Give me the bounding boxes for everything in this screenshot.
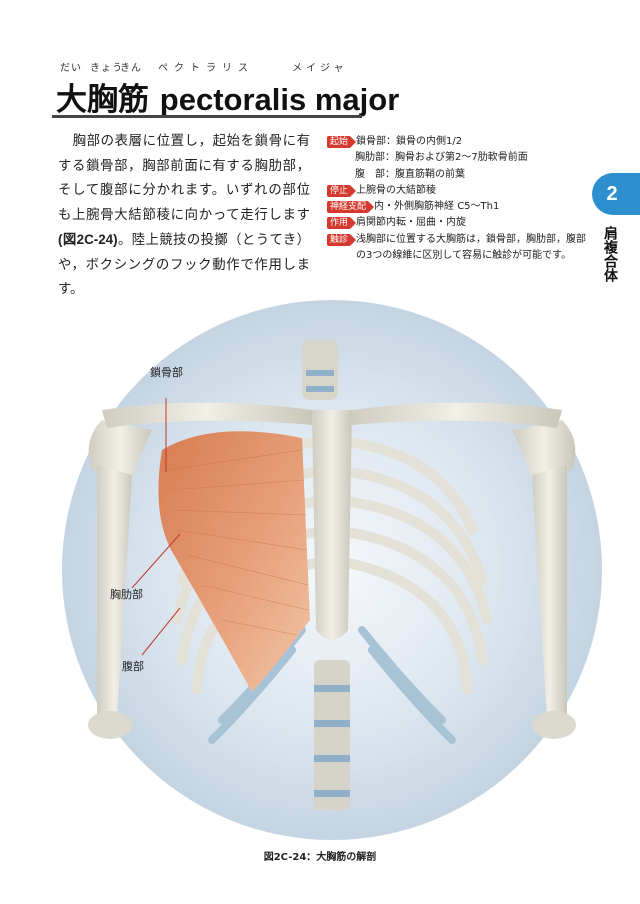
leader-line-abdominal	[141, 607, 181, 656]
right-humerus	[532, 465, 567, 720]
info-insertion: 停止 上腕骨の大結節稜	[327, 183, 589, 199]
right-clavicle	[352, 402, 562, 428]
action-tag: 作用	[327, 217, 357, 230]
title-english: pectoralis major	[159, 82, 400, 117]
title-underline	[52, 115, 362, 118]
origin-abdominal: 腹 部：腹直筋鞘の前葉	[355, 168, 465, 180]
left-clavicle	[102, 402, 312, 428]
info-palpation: 触診 浅胸部に位置する大胸筋は，鎖骨部，胸肋部，腹部の3つの線維に区別して容易に…	[327, 232, 589, 265]
ruby-kyou: きょう	[90, 63, 123, 74]
chapter-tab: 2	[592, 173, 640, 215]
right-humerus-head	[512, 420, 576, 480]
ruby-major: メイジャ	[292, 63, 348, 74]
figure-caption: 図2C-24：大胸筋の解剖	[263, 852, 377, 863]
nerve-tag: 神経支配	[327, 201, 375, 214]
info-origin: 起始 鎖骨部：鎖骨の内側1/2	[327, 134, 589, 150]
page-title: 大胸筋 pectoralis major	[56, 74, 399, 119]
info-action: 作用 肩関節内転・屈曲・内旋	[327, 215, 589, 231]
ruby-pectoralis: ペクトラリス	[158, 63, 254, 74]
sternum	[312, 410, 352, 640]
label-sternocostal: 胸肋部	[110, 588, 143, 601]
chapter-name: 肩複合体	[602, 226, 618, 282]
anatomy-figure: 鎖骨部 胸肋部 腹部	[62, 300, 602, 840]
ruby-dai: だい	[60, 63, 82, 74]
info-origin-2: 胸肋部：胸骨および第2～7肋軟骨前面	[327, 150, 589, 166]
muscle-info: 起始 鎖骨部：鎖骨の内側1/2 胸肋部：胸骨および第2～7肋軟骨前面 腹 部：腹…	[327, 134, 589, 264]
thoracic-spine	[314, 660, 350, 810]
body-text-2: 。陸上競技の投擲（とうてき）や，ボクシングのフック動作で作用します。	[58, 233, 311, 297]
ruby-kin: きん	[120, 63, 142, 74]
anatomy-illustration	[62, 300, 602, 840]
origin-clavicular: 鎖骨部：鎖骨の内側1/2	[356, 136, 463, 147]
label-clavicular: 鎖骨部	[150, 366, 183, 379]
body-text: 胸部の表層に位置し，起始を鎖骨に有する鎖骨部，胸部前面に有する胸肋部，そして腹部…	[58, 134, 310, 223]
figure-reference: (図2C-24)	[58, 232, 118, 247]
body-paragraph: 胸部の表層に位置し，起始を鎖骨に有する鎖骨部，胸部前面に有する胸肋部，そして腹部…	[58, 130, 310, 303]
info-nerve: 神経支配 内・外側胸筋神経 C5～Th1	[327, 199, 589, 215]
action-text: 肩関節内転・屈曲・内旋	[356, 217, 467, 229]
left-humerus	[97, 465, 132, 720]
left-humerus-head	[88, 420, 152, 480]
pectoralis-major-muscle	[158, 431, 310, 692]
palpation-text: 浅胸部に位置する大胸筋は，鎖骨部，胸肋部，腹部の3つの線維に区別して容易に触診が…	[356, 233, 587, 262]
insertion-text: 上腕骨の大結節稜	[356, 184, 437, 196]
origin-tag: 起始	[327, 136, 357, 148]
label-abdominal: 腹部	[122, 660, 144, 673]
leader-line-sternocostal	[131, 533, 181, 589]
insertion-tag: 停止	[327, 184, 357, 197]
chapter-number: 2	[606, 183, 618, 205]
info-origin-3: 腹 部：腹直筋鞘の前葉	[327, 167, 589, 183]
title-japanese: 大胸筋	[56, 82, 149, 118]
origin-sternocostal: 胸肋部：胸骨および第2～7肋軟骨前面	[355, 152, 528, 164]
palpation-tag: 触診	[327, 233, 357, 246]
nerve-text: 内・外側胸筋神経 C5～Th1	[374, 201, 500, 213]
